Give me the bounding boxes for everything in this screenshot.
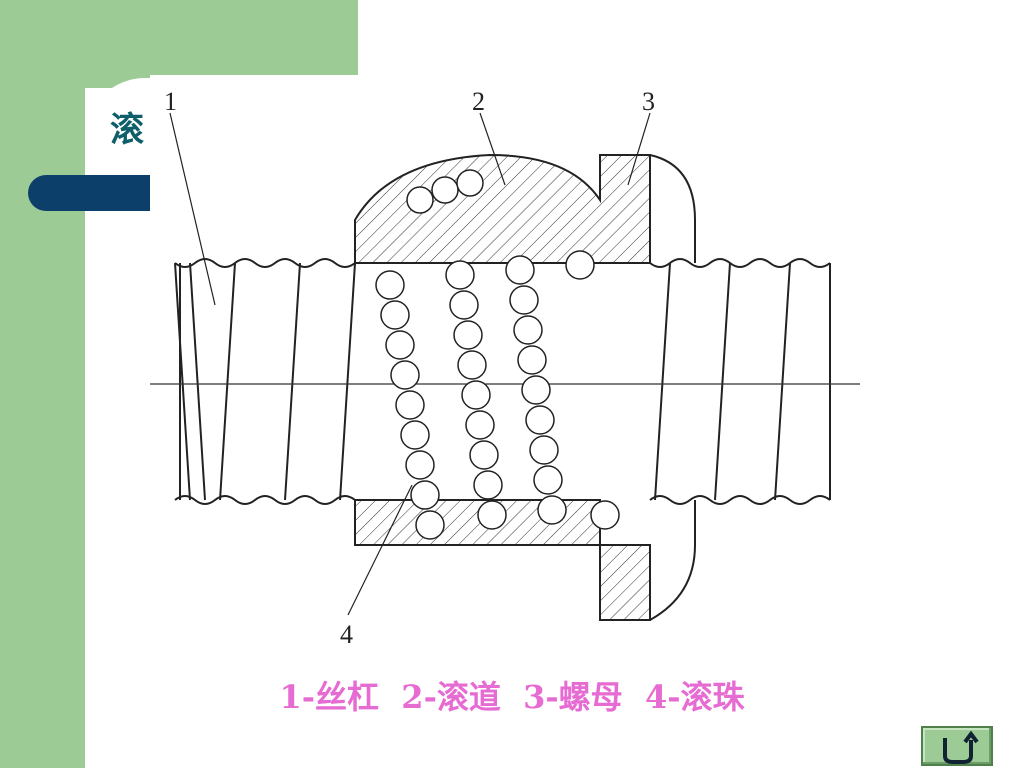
top-green-band xyxy=(85,0,358,88)
u-turn-return-icon xyxy=(943,730,979,764)
diagram-label-1: 1 xyxy=(164,87,177,116)
leader-lines xyxy=(169,112,651,616)
ball-circuits xyxy=(375,169,620,540)
diagram-label-3: 3 xyxy=(642,87,655,116)
diagram-caption: 1-丝杠 2-滚道 3-螺母 4-滚珠 xyxy=(279,678,745,716)
diagram-label-4: 4 xyxy=(340,620,353,649)
return-button[interactable] xyxy=(921,726,993,766)
slide-title: 滚 xyxy=(110,110,144,150)
left-green-band xyxy=(0,0,85,768)
title-underline-bar xyxy=(28,175,168,211)
screw-shaft xyxy=(174,258,831,505)
diagram-label-2: 2 xyxy=(472,87,485,116)
ball-screw-diagram: 1 2 3 4 xyxy=(150,75,862,650)
